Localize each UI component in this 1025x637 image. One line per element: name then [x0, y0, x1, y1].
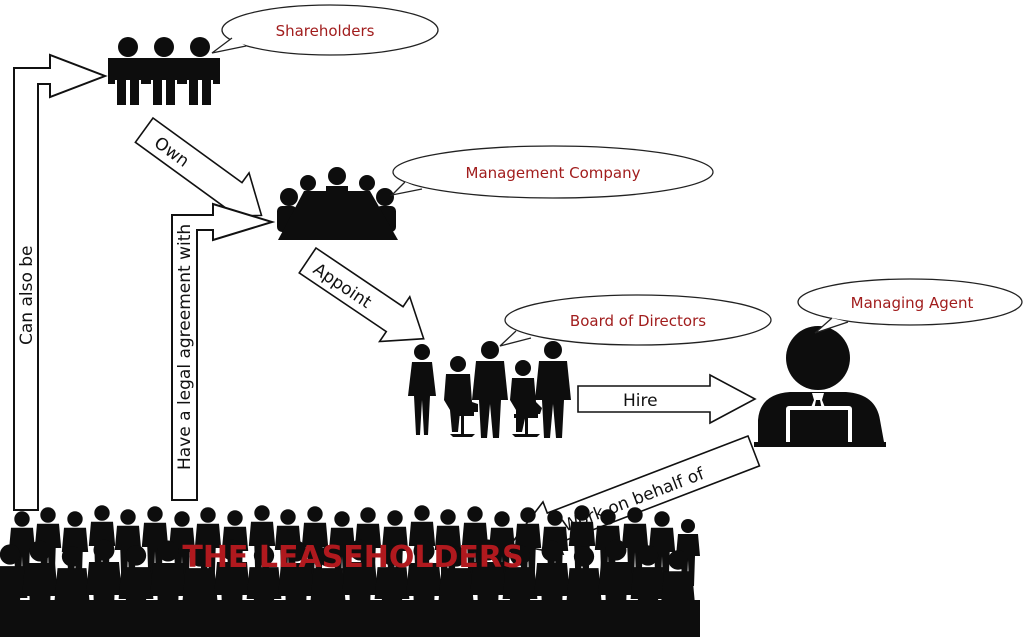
leaseholders-title: THE LEASEHOLDERS: [182, 540, 523, 575]
board-of-directors-bubble: Board of Directors: [499, 294, 772, 347]
board-of-directors-icon: [408, 341, 571, 438]
shareholders-icon: [108, 37, 220, 105]
legal-agreement-arrow: Have a legal agreement with: [171, 202, 276, 501]
legal-agreement-label: Have a legal agreement with: [175, 224, 195, 470]
managing-agent-bubble: Managing Agent: [797, 278, 1023, 334]
management-company-icon: [277, 167, 398, 240]
hire-label: Hire: [623, 391, 658, 411]
shareholders-label: Shareholders: [276, 22, 375, 40]
managing-agent-icon: [754, 326, 886, 447]
management-company-label: Management Company: [466, 164, 641, 182]
board-of-directors-label: Board of Directors: [570, 312, 706, 330]
leaseholders-crowd-icon: [0, 505, 700, 637]
can-also-be-arrow: Can also be: [13, 53, 108, 511]
hire-arrow: Hire: [577, 373, 757, 425]
managing-agent-label: Managing Agent: [851, 294, 974, 312]
shareholders-bubble: Shareholders: [211, 4, 439, 56]
can-also-be-label: Can also be: [17, 245, 37, 345]
appoint-arrow: Appoint: [298, 246, 425, 343]
management-company-bubble: Management Company: [390, 145, 714, 199]
